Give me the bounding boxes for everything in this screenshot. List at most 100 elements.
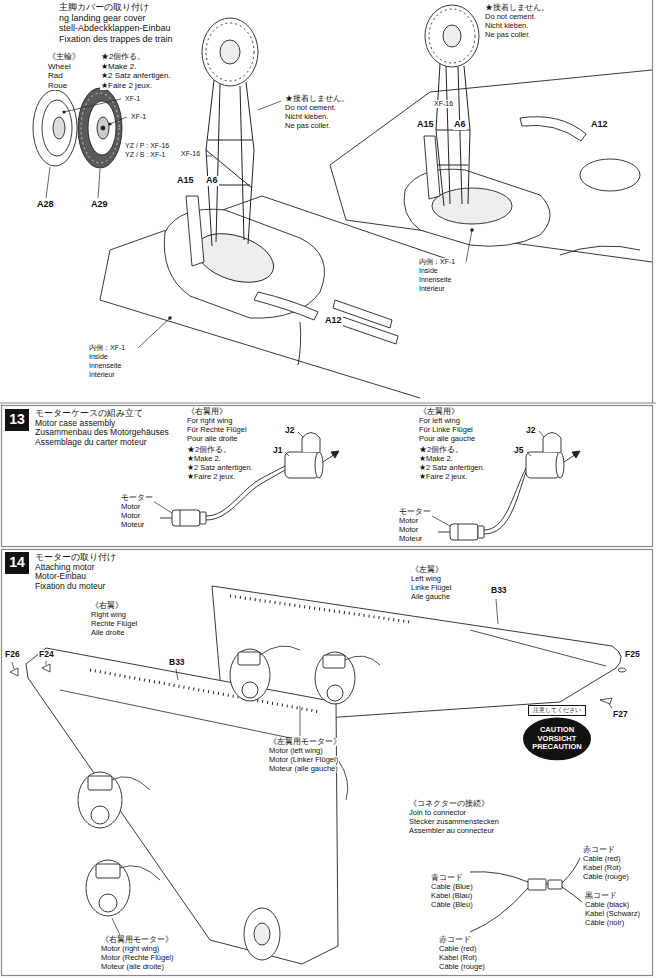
cable-label: Kabel (Rot) <box>438 954 478 962</box>
leader-line <box>206 156 212 157</box>
assembly-note: ★Faire 2 jeux. <box>100 82 153 91</box>
cable-label: Kabel (Blau) <box>430 892 473 900</box>
motor-nacelle <box>78 649 355 916</box>
part-number: A12 <box>324 316 343 326</box>
gear-leg <box>464 66 470 204</box>
wheel-drawing <box>220 40 240 64</box>
gear-leg <box>206 80 254 246</box>
motor-case <box>285 452 319 478</box>
leader-line <box>539 431 544 437</box>
motor-nacelle <box>88 776 112 790</box>
part-note: Moteur <box>120 521 145 529</box>
motor-drawing <box>172 510 200 526</box>
leader-line <box>112 918 120 935</box>
assembly-note: ★2個作る。 <box>418 446 464 454</box>
part-note: Roue <box>47 82 68 91</box>
panel-frame <box>652 0 653 403</box>
paint-code: XF-16 <box>180 150 201 158</box>
wing-drawing <box>404 169 550 246</box>
connector-drawing <box>548 880 562 889</box>
wheel-drawing <box>97 117 109 139</box>
part-note: Motor (Rechte Flügel) <box>100 954 175 962</box>
part-note: 《右翼》 <box>90 602 124 610</box>
wing-detail <box>42 664 50 672</box>
assembly-note: ★2個作る。 <box>100 53 146 62</box>
leader-line <box>258 101 281 110</box>
connector-drawing <box>470 872 528 882</box>
step-heading: Fixation du moteur <box>34 582 106 591</box>
part-note: 《右翼用》 <box>186 408 228 416</box>
gear-leg <box>206 140 252 188</box>
gear-door <box>186 196 204 266</box>
leader-line <box>12 599 612 935</box>
wing-detail <box>60 690 300 740</box>
step-number-text: 14 <box>9 555 25 570</box>
panel-frame <box>2 550 653 976</box>
motor-drawing <box>200 512 206 524</box>
motor-case <box>302 433 320 453</box>
part-number: F27 <box>612 710 629 719</box>
motor-nacelle <box>327 685 343 701</box>
part-number: J2 <box>284 426 295 435</box>
part-note: Stecker zusammenstecken <box>408 818 500 826</box>
paint-code: Innenseite <box>418 276 452 284</box>
part-note: Für Linke Flügel <box>418 426 474 434</box>
motor-case <box>526 452 560 478</box>
wing-drawing <box>330 70 652 165</box>
cable-label: Cable (red) <box>438 945 478 953</box>
leader-line <box>298 432 303 437</box>
part-number: F26 <box>4 650 21 659</box>
cable-label: Cable (Blue) <box>430 883 474 891</box>
wing-detail <box>600 698 612 704</box>
wing-detail <box>230 596 410 622</box>
step-heading: 主脚カバーの取り付け <box>58 3 150 13</box>
part-note: Motor (Linker Flügel) <box>268 756 339 764</box>
wheel-drawing <box>443 25 461 47</box>
assembly-note: ★2個作る。 <box>186 446 232 454</box>
part-note: モーター <box>120 494 154 502</box>
part-note: Aile gauche <box>410 593 451 601</box>
assembly-note: Do not cement. <box>284 104 337 112</box>
leader-line <box>466 230 472 262</box>
step-number-text: 13 <box>9 412 25 427</box>
step-number: 14 <box>5 552 29 574</box>
wheel-drawing <box>244 908 280 960</box>
leader-line <box>609 704 612 708</box>
paint-code: XF-16 <box>433 100 454 108</box>
leader-dot <box>470 228 474 232</box>
leader-dot <box>470 228 474 232</box>
cable-label: Câble (rouge) <box>438 963 486 971</box>
wheel-drawing <box>33 88 122 168</box>
part-note: Moteur (aile gauche) <box>268 765 339 773</box>
part-number: F25 <box>624 650 641 659</box>
wing-detail <box>90 670 320 712</box>
leader-dot <box>168 316 172 320</box>
wheel-drawing <box>42 100 72 156</box>
step-heading: モーターケースの組み立て <box>34 409 144 418</box>
cable-label: Câble (rouge) <box>582 873 630 881</box>
motor-nacelle <box>91 806 109 824</box>
gear-leg <box>446 66 450 204</box>
part-number: J1 <box>272 446 283 455</box>
paint-code: XF-1 <box>130 113 147 121</box>
wing-detail <box>618 668 626 672</box>
leader-line <box>46 99 127 198</box>
step-heading: Motor case assembly <box>34 419 116 428</box>
leader-dot <box>62 110 65 113</box>
part-note: Moteur <box>398 535 423 543</box>
cable-label: Kabel (Schwarz) <box>584 910 641 918</box>
part-note: Rechte Flügel <box>90 620 138 628</box>
motor-drawing <box>478 526 484 538</box>
paint-code: YZ / P : XF-16 <box>124 142 170 150</box>
part-note: Für Rechte Flügel <box>186 426 248 434</box>
assembly-note: ★接着しません。 <box>484 4 550 12</box>
paint-code: Intérieur <box>418 285 446 293</box>
motor-drawing <box>438 532 450 533</box>
cable-label: 赤コード <box>582 846 616 854</box>
assembly-note: ★2 Satz anfertigen. <box>100 72 172 81</box>
leader-line <box>138 101 281 348</box>
gear-door <box>424 136 440 199</box>
assembly-note: ★2 Satz anfertigen. <box>418 464 486 472</box>
part-note: Motor <box>120 503 141 511</box>
